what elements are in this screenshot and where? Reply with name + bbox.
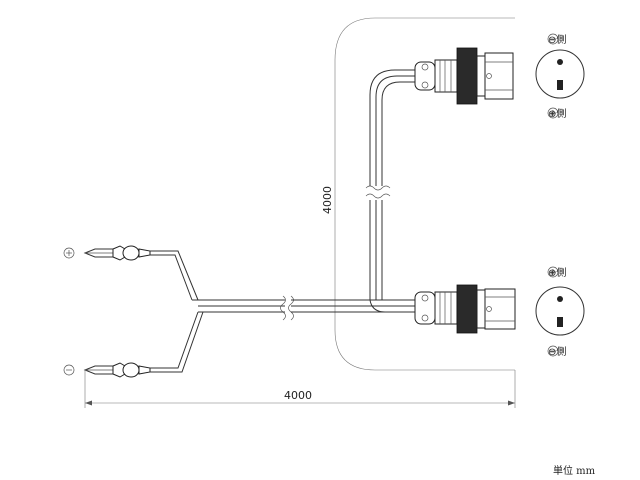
minus-symbol-icon	[63, 364, 75, 376]
horizontal-dimension-value: 4000	[284, 389, 312, 402]
plus-clip	[63, 245, 151, 261]
top-plus-label: ⊕側	[548, 107, 566, 120]
unit-label: 単位 mm	[553, 466, 596, 477]
vertical-dimension-value: 4000	[321, 186, 334, 214]
bottom-plus-label: ⊕側	[548, 266, 566, 279]
top-plug-face	[535, 33, 585, 119]
bottom-connector-knurl	[456, 284, 478, 334]
horizontal-dimension	[84, 370, 516, 408]
bottom-plug-face	[535, 266, 585, 357]
minus-clip	[63, 362, 151, 378]
plus-symbol-icon	[63, 247, 75, 259]
bottom-connector	[414, 284, 516, 334]
top-connector-knurl	[456, 47, 478, 105]
top-minus-label: ⊖側	[548, 33, 566, 46]
cable-branches	[150, 250, 415, 373]
bottom-minus-label: ⊖側	[548, 345, 566, 358]
top-connector	[414, 47, 514, 105]
vertical-cable	[365, 69, 415, 313]
vertical-route-outline	[334, 17, 515, 371]
